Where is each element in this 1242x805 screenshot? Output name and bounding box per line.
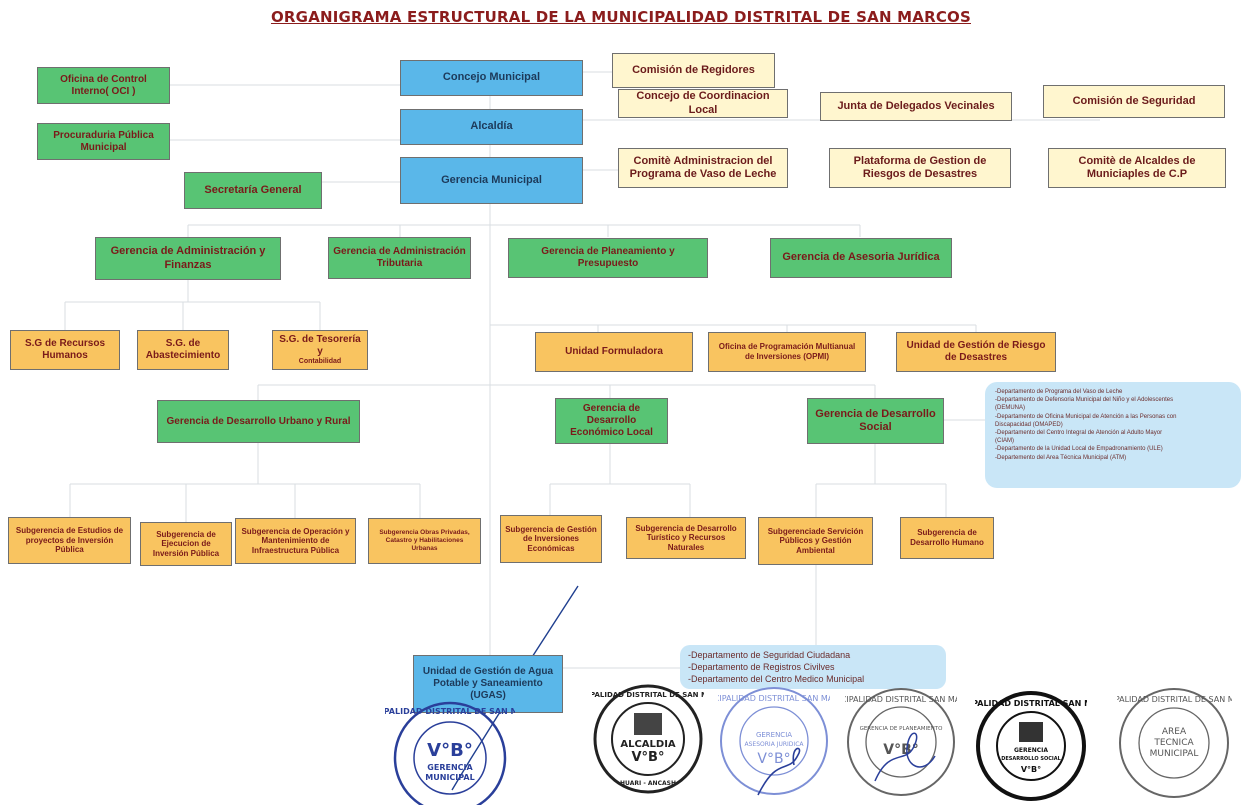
- seal-social-line2: DESARROLLO SOCIAL: [1001, 756, 1061, 762]
- plataforma-riesgos-box: Plataforma de Gestion de Riesgos de Desa…: [829, 148, 1011, 188]
- gerencia-urbano-box: Gerencia de Desarrollo Urbano y Rural: [157, 400, 360, 443]
- social-department-item: (CIAM): [995, 438, 1014, 445]
- gerencia-administracion-box: Gerencia de Administración y Finanzas: [95, 237, 281, 280]
- seal-gerencia-municipal: MUNICIPALIDAD DISTRITAL DE SAN MARCOS V°…: [385, 701, 515, 805]
- subgerencia-turistico-box: Subgerencia de Desarrollo Turístico y Re…: [626, 517, 746, 559]
- seal-social-ring: MUNICIPALIDAD DISTRITAL SAN MARCOS: [975, 699, 1087, 708]
- seal-gerencia-ring: MUNICIPALIDAD DISTRITAL DE SAN MARCOS: [385, 707, 515, 716]
- seal-social-vb: V°B°: [1021, 765, 1041, 774]
- unidad-riesgo-box: Unidad de Gestión de Riesgo de Desastres: [896, 332, 1056, 372]
- seal-planeamiento-line1: GERENCIA DE PLANEAMIENTO: [860, 726, 944, 732]
- sg-abastecimiento-box: S.G. de Abastecimiento: [137, 330, 229, 370]
- subgerencia-humano-box: Subgerencia de Desarrollo Humano: [900, 517, 994, 559]
- seal-gerencia-line3: MUNICIPAL: [425, 773, 474, 782]
- seal-area-tecnica: MUNICIPALIDAD DISTRITAL DE SAN MARCOS AR…: [1117, 688, 1232, 798]
- concejo-coordinacion-box: Concejo de Coordinacion Local: [618, 89, 788, 118]
- seal-planeamiento: MUNICIPALIDAD DISTRITAL SAN MARCOS GEREN…: [845, 688, 957, 796]
- seal-alcaldia-vb: V°B°: [632, 750, 665, 765]
- gerencia-tributaria-box: Gerencia de Administración Tributaria: [328, 237, 471, 279]
- shield-icon: [1019, 722, 1043, 742]
- shield-icon: [634, 713, 662, 735]
- subgerencia-obras-box: Subgerencia Obras Privadas, Catastro y H…: [368, 518, 481, 564]
- procuraduria-box: Procuraduria Pública Municipal: [37, 123, 170, 160]
- oci-box: Oficina de Control Interno( OCI ): [37, 67, 170, 104]
- social-department-item: -Departemento del Area Técnica Municipal…: [995, 454, 1127, 461]
- comision-regidores-box: Comisión de Regidores: [612, 53, 775, 88]
- junta-delegados-box: Junta de Delegados Vecinales: [820, 92, 1012, 121]
- subgerencia-ejecucion-box: Subgerencia de Ejecucion de Inversión Pú…: [140, 522, 232, 566]
- comision-seguridad-box: Comisión de Seguridad: [1043, 85, 1225, 118]
- security-department-item: -Departamento del Centro Medico Municipa…: [688, 674, 865, 684]
- alcaldia-box: Alcaldía: [400, 109, 583, 145]
- seal-gerencia-line2: GERENCIA: [427, 763, 473, 772]
- seal-gerencia-vb: V°B°: [427, 740, 473, 761]
- gerencia-social-box: Gerencia de Desarrollo Social: [807, 398, 944, 444]
- unidad-formuladora-box: Unidad Formuladora: [535, 332, 693, 372]
- security-departments-note: -Departamento de Seguridad Ciudadana -De…: [680, 645, 946, 689]
- concejo-municipal-box: Concejo Municipal: [400, 60, 583, 96]
- sg-recursos-humanos-box: S.G de Recursos Humanos: [10, 330, 120, 370]
- subgerencia-inversiones-box: Subgerencia de Gestión de Inversiones Ec…: [500, 515, 602, 563]
- subgerencia-estudios-box: Subgerencia de Estudios de proyectos de …: [8, 517, 131, 564]
- gerencia-asesoria-box: Gerencia de Asesoria Jurídica: [770, 238, 952, 278]
- social-department-item: Discapacidad (OMAPED): [995, 421, 1063, 428]
- gerencia-planeamiento-box: Gerencia de Planeamiento y Presupuesto: [508, 238, 708, 278]
- subgerencia-operacion-box: Subgerencia de Operación y Mantenimiento…: [235, 518, 356, 564]
- seal-atm-line2: TECNICA: [1153, 738, 1194, 748]
- social-department-item: -Departamento de Programa del Vaso de Le…: [995, 389, 1123, 395]
- seal-planeamiento-vb: V°B°: [883, 742, 919, 758]
- page-title: ORGANIGRAMA ESTRUCTURAL DE LA MUNICIPALI…: [270, 8, 971, 26]
- opmi-box: Oficina de Programación Multianual de In…: [708, 332, 866, 372]
- seal-asesoria-line1: GERENCIA: [756, 731, 792, 739]
- seal-atm-line3: MUNICIPAL: [1150, 749, 1199, 759]
- social-department-item: -Departamento del Centro Integral de Ate…: [995, 430, 1163, 437]
- subgerencia-servicios-box: Subgerenciade Servición Públicos y Gesti…: [758, 517, 873, 565]
- social-department-item: -Departamento de Defensoria Municipal de…: [995, 397, 1174, 404]
- seal-atm-line1: AREA: [1162, 727, 1187, 737]
- seal-alcaldia: MUNICIPALIDAD DISTRITAL DE SAN MARCOS AL…: [592, 684, 704, 794]
- seal-alcaldia-line1: ALCALDIA: [620, 739, 676, 750]
- secretaria-general-box: Secretaría General: [184, 172, 322, 209]
- social-department-item: -Departamento de Oficina Municipal de At…: [995, 413, 1177, 420]
- seal-asesoria-ring: MUNICIPALIDAD DISTRITAL SAN MARCOS: [718, 694, 830, 703]
- seal-asesoria-juridica: MUNICIPALIDAD DISTRITAL SAN MARCOS GEREN…: [718, 687, 830, 796]
- security-department-item: -Departamento de Registros Civilves: [688, 662, 835, 672]
- seal-asesoria-vb: V°B°: [757, 751, 790, 767]
- security-department-item: -Departamento de Seguridad Ciudadana: [688, 650, 851, 660]
- social-department-item: (DEMUNA): [995, 405, 1025, 412]
- comite-vaso-leche-box: Comitè Administracion del Programa de Va…: [618, 148, 788, 188]
- gerencia-municipal-box: Gerencia Municipal: [400, 157, 583, 204]
- seal-desarrollo-social: MUNICIPALIDAD DISTRITAL SAN MARCOS GEREN…: [975, 691, 1087, 801]
- seal-alcaldia-line3: HUARI - ANCASH: [620, 780, 676, 787]
- seal-atm-ring: MUNICIPALIDAD DISTRITAL DE SAN MARCOS: [1117, 695, 1232, 704]
- social-department-item: -Departamento de la Unidad Local de Empa…: [995, 446, 1163, 453]
- seal-asesoria-line2: ASESORIA JURIDICA: [745, 741, 805, 748]
- sg-tesoreria-subtitle: Contabilidad: [298, 357, 342, 365]
- sg-tesoreria-title: S.G. de Tesorería y: [279, 333, 361, 357]
- comite-alcaldes-box: Comitè de Alcaldes de Municiaples de C.P: [1048, 148, 1226, 188]
- gerencia-economico-box: Gerencia de Desarrollo Económico Local: [555, 398, 668, 444]
- seal-social-line1: GERENCIA: [1014, 747, 1048, 754]
- social-departments-note: -Departamento de Programa del Vaso de Le…: [985, 382, 1241, 488]
- seal-planeamiento-ring: MUNICIPALIDAD DISTRITAL SAN MARCOS: [845, 695, 957, 704]
- seal-alcaldia-ring: MUNICIPALIDAD DISTRITAL DE SAN MARCOS: [592, 691, 704, 699]
- sg-tesoreria-box: S.G. de Tesorería y Contabilidad: [272, 330, 368, 370]
